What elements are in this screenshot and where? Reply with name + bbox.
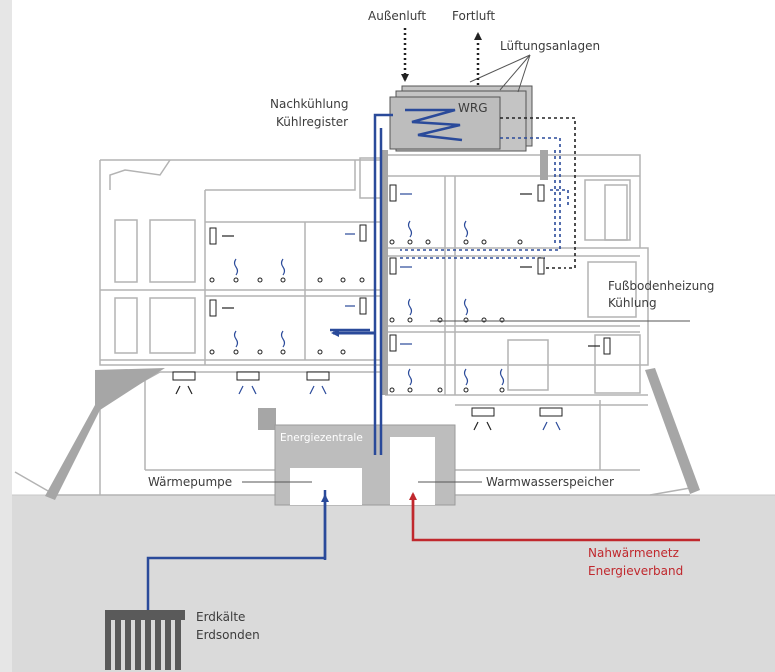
thick-walls [45,150,700,500]
air-ducts [400,117,576,269]
aussenluft-label: Außenluft [368,9,426,23]
floor-heating-dots [209,239,523,393]
ventilation-unit [389,85,533,152]
nachkuehlung-label: Nachkühlung [270,97,349,111]
erdkaelte-label: Erdkälte [196,610,245,624]
fortluft-label: Fortluft [452,9,495,23]
room-radiators [209,184,611,355]
energieverband-label: Energieverband [588,564,683,578]
energiezentrale-label: Energiezentrale [280,432,363,444]
warmwasserspeicher-label: Warmwasserspeicher [486,475,614,489]
kuehlregister-label: Kühlregister [276,115,348,129]
ground-probes [105,610,185,670]
erdsonden-label: Erdsonden [196,628,260,642]
fussbodenheizung-label: Fußbodenheizung [608,279,714,293]
waermepumpe-label: Wärmepumpe [148,475,232,489]
nahwaermenetz-label: Nahwärmenetz [588,546,679,560]
ceiling-units [172,371,563,417]
building-outline [99,154,649,396]
airflow-indicators [233,193,505,386]
lueftungsanlagen-label: Lüftungsanlagen [500,39,600,53]
kuehlung-label: Kühlung [608,296,657,310]
energiezentrale-box [274,424,456,506]
leader-lines [242,320,690,483]
wrg-label: WRG [458,101,488,115]
